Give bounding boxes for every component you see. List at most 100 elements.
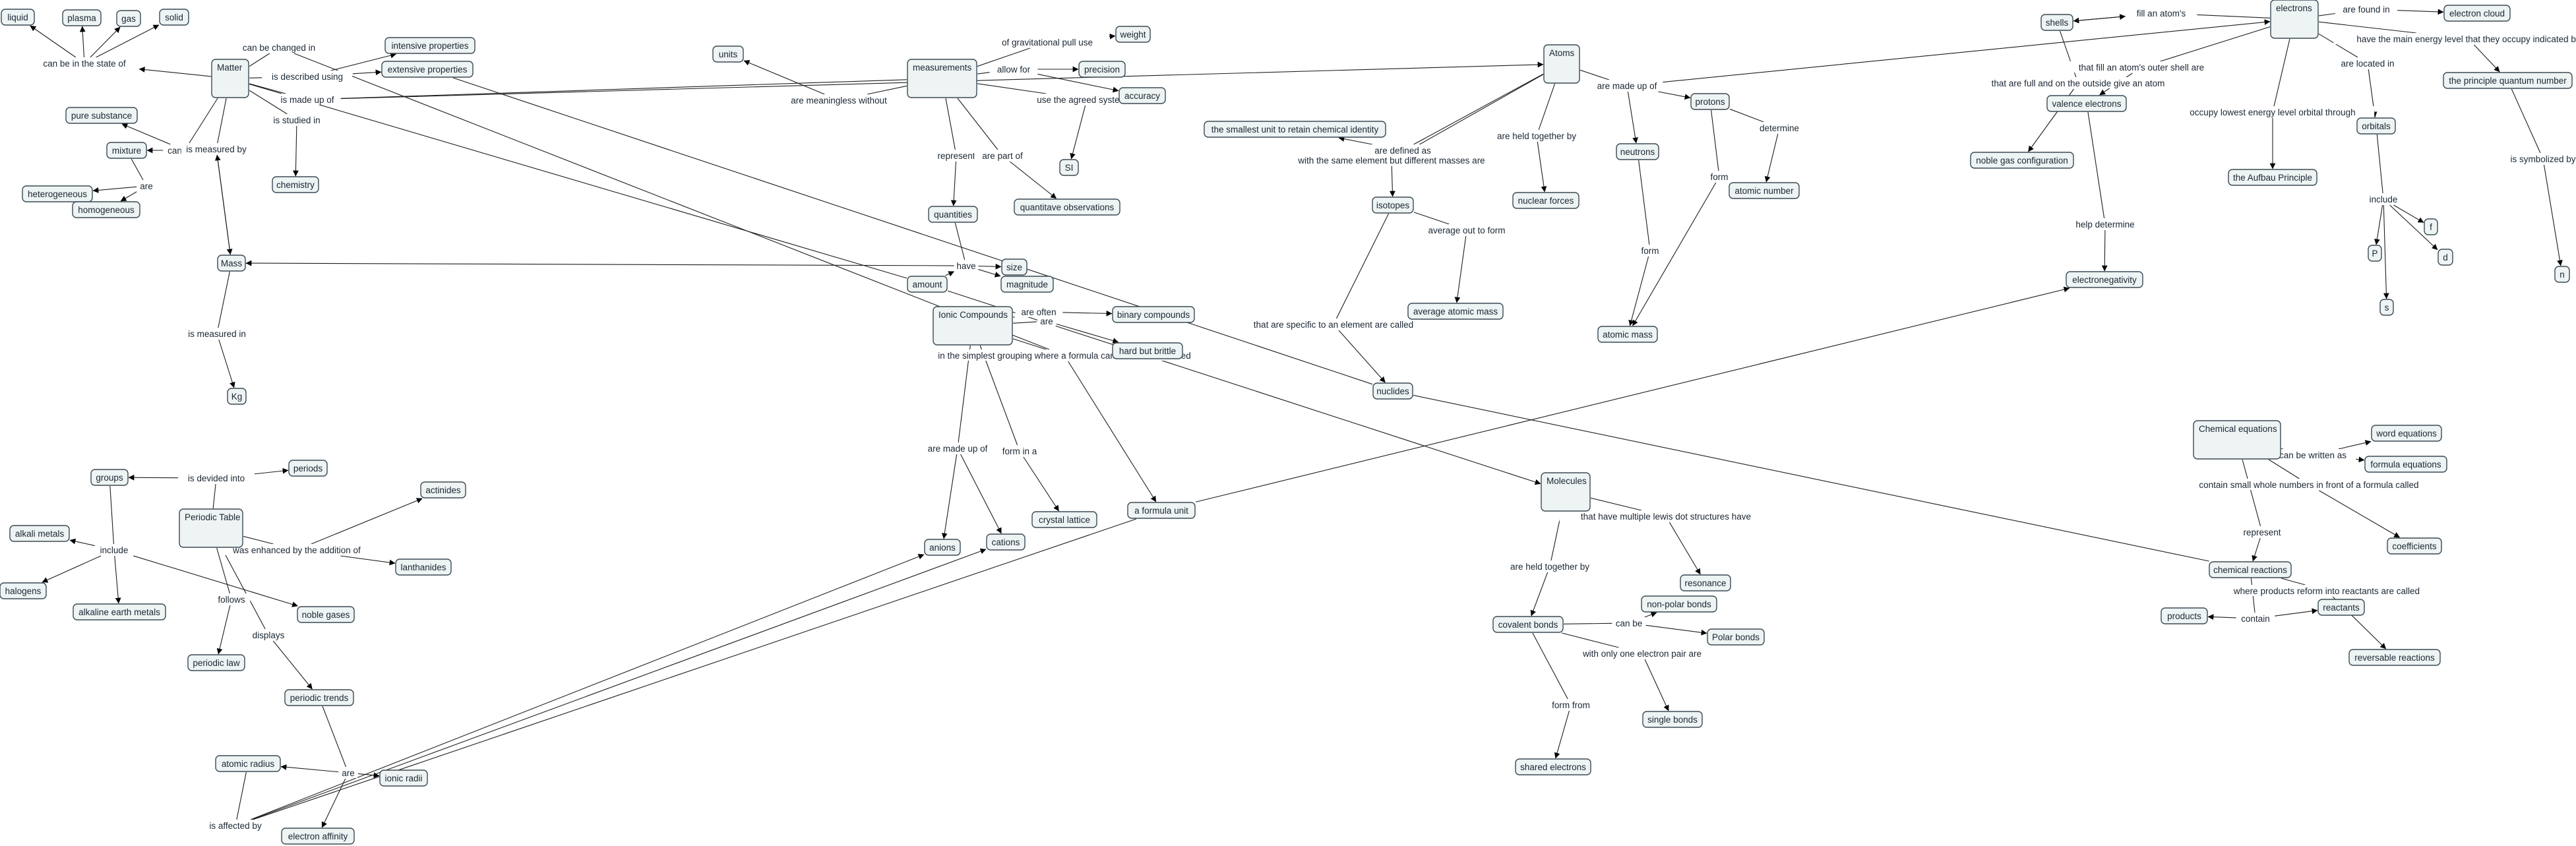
concept-node-actinides[interactable]: actinides — [420, 481, 466, 499]
concept-node-non-polar[interactable]: non-polar bonds — [1641, 595, 1717, 613]
concept-node-measurements[interactable]: measurements — [907, 59, 977, 98]
concept-node-mixture[interactable]: mixture — [106, 142, 147, 159]
concept-node-chemical-equations[interactable]: Chemical equations — [2193, 420, 2281, 460]
concept-node-smallest-unit[interactable]: the smallest unit to retain chemical ide… — [1204, 121, 1386, 138]
concept-node-box[interactable] — [1680, 574, 1731, 591]
concept-node-halogens[interactable]: halogens — [0, 582, 47, 599]
concept-node-crystal-lattice[interactable]: crystal lattice — [1031, 511, 1097, 528]
concept-node-box[interactable] — [281, 828, 355, 845]
concept-node-liquid[interactable]: liquid — [1, 9, 35, 26]
concept-node-avg-atomic-mass[interactable]: average atomic mass — [1407, 303, 1504, 320]
concept-node-box[interactable] — [73, 603, 166, 620]
concept-node-p[interactable]: P — [2368, 245, 2382, 262]
concept-node-box[interactable] — [2443, 72, 2573, 89]
concept-node-box[interactable] — [1407, 303, 1504, 320]
concept-node-box[interactable] — [1127, 502, 1196, 519]
concept-node-products[interactable]: products — [2161, 607, 2208, 624]
concept-node-ionic-compounds[interactable]: Ionic Compounds — [933, 306, 1013, 346]
concept-node-box[interactable] — [2161, 607, 2208, 624]
concept-node-s[interactable]: s — [2379, 299, 2394, 316]
concept-node-box[interactable] — [907, 276, 948, 293]
concept-node-shared-electrons[interactable]: shared electrons — [1515, 758, 1591, 775]
concept-node-box[interactable] — [217, 255, 246, 272]
concept-node-box[interactable] — [1204, 121, 1386, 138]
concept-node-molecules[interactable]: Molecules — [1541, 472, 1591, 512]
concept-node-box[interactable] — [2040, 14, 2073, 31]
concept-node-box[interactable] — [272, 176, 319, 193]
concept-node-periods[interactable]: periods — [288, 460, 328, 477]
concept-node-box[interactable] — [1031, 511, 1097, 528]
concept-node-box[interactable] — [90, 469, 129, 486]
concept-node-heterogeneous[interactable]: heterogeneous — [22, 185, 93, 202]
concept-node-box[interactable] — [1372, 196, 1414, 214]
concept-node-box[interactable] — [2364, 456, 2447, 473]
concept-node-box[interactable] — [1112, 306, 1195, 323]
concept-node-resonance[interactable]: resonance — [1680, 574, 1731, 591]
concept-node-mass[interactable]: Mass — [217, 255, 246, 272]
concept-node-box[interactable] — [379, 770, 428, 787]
concept-node-box[interactable] — [986, 533, 1026, 551]
concept-node-protons[interactable]: protons — [1690, 93, 1730, 110]
concept-node-alkali-metals[interactable]: alkali metals — [9, 525, 70, 542]
concept-node-ionic-radii[interactable]: ionic radii — [379, 770, 428, 787]
concept-node-box[interactable] — [106, 142, 147, 159]
concept-node-box[interactable] — [284, 689, 354, 706]
concept-node-box[interactable] — [2443, 5, 2511, 22]
concept-node-electron-cloud[interactable]: electron cloud — [2443, 5, 2511, 22]
concept-node-box[interactable] — [1642, 711, 1703, 728]
concept-node-box[interactable] — [187, 654, 245, 671]
concept-node-box[interactable] — [2554, 266, 2570, 283]
concept-node-box[interactable] — [1112, 342, 1183, 359]
concept-node-box[interactable] — [1641, 595, 1717, 613]
concept-node-box[interactable] — [1512, 192, 1579, 209]
concept-node-chemical-reactions[interactable]: chemical reactions — [2209, 561, 2292, 578]
concept-node-box[interactable] — [928, 206, 978, 223]
concept-node-periodic-table[interactable]: Periodic Table — [179, 508, 243, 548]
concept-node-box[interactable] — [2379, 299, 2394, 316]
concept-node-box[interactable] — [1729, 182, 1800, 199]
concept-node-hard-brittle[interactable]: hard but brittle — [1112, 342, 1183, 359]
concept-node-box[interactable] — [1078, 61, 1126, 78]
concept-node-periodic-law[interactable]: periodic law — [187, 654, 245, 671]
concept-node-formula-equations[interactable]: formula equations — [2364, 456, 2447, 473]
concept-node-atomic-mass[interactable]: atomic mass — [1597, 326, 1658, 343]
concept-node-box[interactable] — [2066, 271, 2143, 288]
concept-node-f[interactable]: f — [2424, 218, 2438, 235]
concept-node-box[interactable] — [1690, 93, 1730, 110]
concept-node-box[interactable] — [1014, 198, 1120, 216]
concept-node-box[interactable] — [62, 9, 102, 26]
concept-node-reversable-reactions[interactable]: reversable reactions — [2348, 649, 2441, 666]
concept-node-extensive[interactable]: extensive properties — [381, 61, 474, 78]
concept-node-box[interactable] — [420, 481, 466, 499]
concept-node-box[interactable] — [1597, 326, 1658, 343]
concept-node-electron-affinity[interactable]: electron affinity — [281, 828, 355, 845]
concept-node-anions[interactable]: anions — [924, 539, 961, 556]
concept-node-box[interactable] — [9, 525, 70, 542]
concept-node-gas[interactable]: gas — [116, 10, 141, 27]
concept-node-chemistry[interactable]: chemistry — [272, 176, 319, 193]
concept-node-single-bonds[interactable]: single bonds — [1642, 711, 1703, 728]
concept-node-box[interactable] — [65, 107, 138, 124]
concept-node-box[interactable] — [2371, 425, 2442, 442]
concept-node-groups[interactable]: groups — [90, 469, 129, 486]
concept-node-box[interactable] — [933, 306, 1013, 346]
concept-node-quantities[interactable]: quantities — [928, 206, 978, 223]
concept-node-orbitals[interactable]: orbitals — [2356, 117, 2396, 135]
concept-node-box[interactable] — [907, 59, 977, 98]
concept-node-box[interactable] — [2270, 0, 2319, 39]
concept-node-valence-electrons[interactable]: valence electrons — [2046, 95, 2127, 112]
concept-node-box[interactable] — [2193, 420, 2281, 460]
concept-node-lanthanides[interactable]: lanthanides — [395, 559, 452, 576]
concept-node-box[interactable] — [712, 45, 744, 63]
concept-node-box[interactable] — [297, 606, 355, 623]
concept-node-box[interactable] — [1492, 616, 1564, 633]
concept-node-box[interactable] — [1970, 152, 2074, 169]
concept-node-units[interactable]: units — [712, 45, 744, 63]
concept-node-solid[interactable]: solid — [159, 9, 189, 26]
concept-node-nuclides[interactable]: nuclides — [1372, 382, 1413, 400]
concept-node-noble-gases[interactable]: noble gases — [297, 606, 355, 623]
concept-node-box[interactable] — [159, 9, 189, 26]
concept-node-periodic-trends[interactable]: periodic trends — [284, 689, 354, 706]
concept-node-atoms[interactable]: Atoms — [1543, 44, 1580, 84]
concept-node-alkaline-earth[interactable]: alkaline earth metals — [73, 603, 166, 620]
